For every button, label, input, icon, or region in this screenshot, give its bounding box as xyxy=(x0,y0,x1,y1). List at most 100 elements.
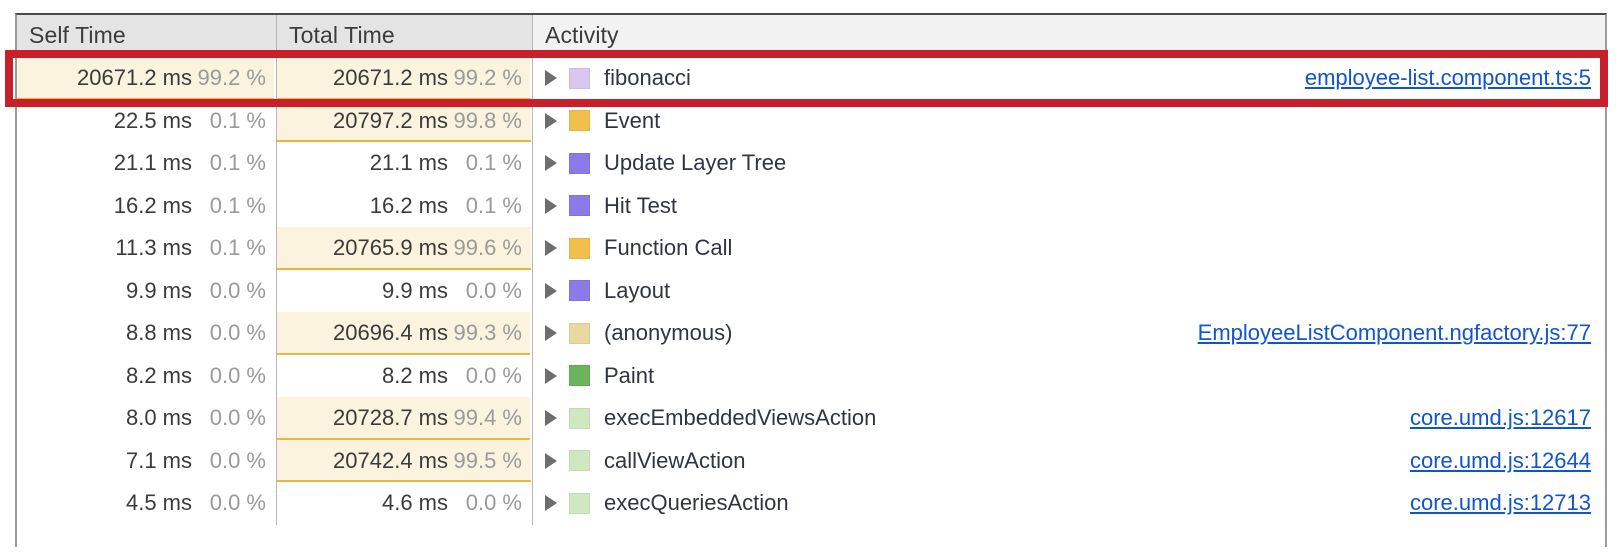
self-time-ms: 9.9 ms xyxy=(125,277,192,303)
activity-name: Function Call xyxy=(604,235,733,261)
self-time-percent-bar xyxy=(17,57,274,100)
cell-activity: Hit Test xyxy=(533,185,1605,228)
expand-triangle-icon[interactable] xyxy=(545,325,557,342)
cell-total-time: 8.2 ms 0.0 % xyxy=(277,354,533,398)
total-time-percent: 99.2 % xyxy=(453,65,523,91)
self-time-percent: 0.0 % xyxy=(209,490,266,516)
activity-name: Event xyxy=(604,107,661,133)
column-header-self-time-label: Self Time xyxy=(29,22,126,48)
column-header-total-time[interactable]: Total Time xyxy=(277,15,533,56)
total-time-ms: 4.6 ms xyxy=(381,490,448,516)
cell-activity: Event xyxy=(533,100,1605,143)
expand-triangle-icon[interactable] xyxy=(545,155,557,172)
table-header-row: Self Time Total Time Activity xyxy=(17,15,1605,57)
expand-triangle-icon[interactable] xyxy=(545,495,557,512)
rendering-swatch xyxy=(569,280,590,302)
activity-name: execEmbeddedViewsAction xyxy=(604,405,877,431)
source-location-link[interactable]: core.umd.js:12617 xyxy=(1410,405,1591,431)
column-header-activity[interactable]: Activity xyxy=(533,15,1605,56)
cell-activity: Update Layer Tree xyxy=(533,142,1605,185)
source-location-link[interactable]: EmployeeListComponent.ngfactory.js:77 xyxy=(1197,320,1591,346)
self-time-percent: 0.1 % xyxy=(209,235,266,261)
total-time-values: 8.2 ms 0.0 % xyxy=(277,355,532,398)
self-time-percent: 0.0 % xyxy=(209,362,266,388)
activity-name: Update Layer Tree xyxy=(604,150,787,176)
expand-triangle-icon[interactable] xyxy=(545,70,557,87)
source-location-link[interactable]: core.umd.js:12644 xyxy=(1410,447,1591,473)
source-location-link[interactable]: employee-list.component.ts:5 xyxy=(1304,65,1591,91)
scripting-pale-swatch xyxy=(569,322,590,344)
scripting-light-swatch xyxy=(569,67,590,89)
total-time-ms: 16.2 ms xyxy=(369,192,448,218)
total-time-ms: 8.2 ms xyxy=(381,362,448,388)
expand-triangle-icon[interactable] xyxy=(545,367,557,384)
total-time-percent-bar xyxy=(277,397,531,440)
cell-activity: Function Call xyxy=(533,227,1605,270)
expand-triangle-icon[interactable] xyxy=(545,282,557,299)
self-time-percent: 0.1 % xyxy=(209,150,266,176)
source-location-link[interactable]: core.umd.js:12713 xyxy=(1410,490,1591,516)
self-time-percent: 0.0 % xyxy=(209,447,266,473)
column-header-total-time-label: Total Time xyxy=(289,22,395,48)
scripting-swatch xyxy=(569,110,590,132)
total-time-ms: 9.9 ms xyxy=(381,277,448,303)
total-time-ms: 20728.7 ms xyxy=(333,405,448,431)
expand-triangle-icon[interactable] xyxy=(545,410,557,427)
painting-swatch xyxy=(569,365,590,387)
total-time-values: 4.6 ms 0.0 % xyxy=(277,482,532,525)
total-time-ms: 20696.4 ms xyxy=(333,320,448,346)
expand-triangle-icon[interactable] xyxy=(545,240,557,257)
self-time-ms: 8.0 ms xyxy=(125,405,192,431)
self-time-percent: 0.1 % xyxy=(209,192,266,218)
cell-self-time: 8.0 ms 0.0 % xyxy=(17,397,277,440)
scripting-swatch xyxy=(569,237,590,259)
self-time-percent: 0.0 % xyxy=(209,405,266,431)
cell-activity: (anonymous)EmployeeListComponent.ngfacto… xyxy=(533,312,1605,355)
expand-triangle-icon[interactable] xyxy=(545,112,557,129)
column-header-activity-label: Activity xyxy=(545,22,619,48)
expand-triangle-icon[interactable] xyxy=(545,197,557,214)
self-time-values: 8.0 ms 0.0 % xyxy=(17,397,276,440)
total-time-percent: 0.0 % xyxy=(465,362,522,388)
self-time-ms: 20671.2 ms xyxy=(77,65,192,91)
total-time-ms: 21.1 ms xyxy=(369,150,448,176)
total-time-percent: 99.3 % xyxy=(453,320,523,346)
total-time-percent: 0.0 % xyxy=(465,490,522,516)
column-header-self-time[interactable]: Self Time xyxy=(17,15,277,56)
self-time-percent: 99.2 % xyxy=(197,65,267,91)
rendering-swatch xyxy=(569,195,590,217)
expand-triangle-icon[interactable] xyxy=(545,452,557,469)
